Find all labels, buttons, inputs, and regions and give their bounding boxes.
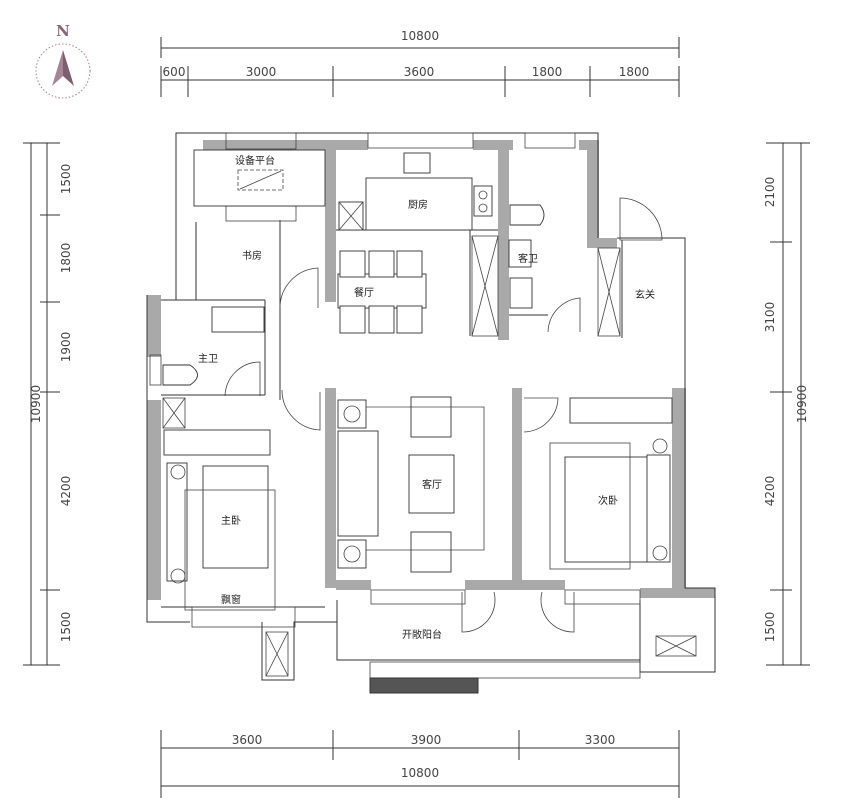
dim-right-seg: 3100 [763,302,777,333]
compass: N [35,22,91,99]
windows [149,132,641,628]
dim-bottom-total: 10800 [401,766,439,780]
dim-left-total: 10900 [29,385,43,423]
dim-right-seg: 4200 [763,476,777,507]
label-study: 书房 [242,249,262,262]
living-furniture [337,396,485,573]
top-dimensions: 10800 600 3000 3600 1800 1800 [160,29,680,97]
equipment-platform-slab [193,149,326,207]
door-study [279,267,319,309]
dim-bottom-seg: 3300 [585,733,616,747]
north-arrow-shade [63,50,74,86]
cabinet-icon [471,235,499,337]
dim-left-seg: 1500 [59,164,73,195]
furniture [162,149,697,677]
left-dimensions: 10900 1500 1800 1900 4200 1500 [23,142,73,666]
dim-top-seg: 1800 [532,65,563,79]
label-dining: 餐厅 [354,286,374,299]
armchair [410,531,452,573]
dim-left-seg: 1500 [59,612,73,643]
dim-top-total: 10800 [401,29,439,43]
wardrobe-second [569,397,673,424]
walls [147,140,715,600]
label-living: 客厅 [422,478,442,491]
stove-icon [473,185,493,217]
ac-unit-outline [237,169,284,191]
right-dimensions: 2100 3100 4200 1500 10900 [763,142,810,666]
door-second-bedroom [523,397,559,433]
dim-top-seg: 3000 [246,65,277,79]
compass-north-label: N [56,22,70,40]
dim-right-total: 10900 [795,385,809,423]
dim-left-seg: 4200 [59,476,73,507]
label-open-balcony: 开敞阳台 [402,628,442,641]
door-guest-bath [547,297,581,333]
coffee-table [408,454,455,514]
label-equipment-platform: 设备平台 [235,154,275,167]
master-bed [166,462,276,611]
dim-right-seg: 2100 [763,177,777,208]
dim-left-seg: 1900 [59,332,73,363]
dining-table [337,273,427,309]
basin-icon [211,306,265,333]
toilet-icon [509,204,545,226]
label-kitchen: 厨房 [408,198,428,211]
bottom-dimensions: 3600 3900 3300 10800 [160,730,680,798]
label-guest-bath: 客卫 [518,252,538,265]
door-master-bath [224,361,261,397]
dim-right-seg: 1500 [763,612,777,643]
wardrobe-master [163,429,271,456]
armchair [410,396,452,438]
compass-circle [35,43,91,99]
sink-icon [403,152,431,174]
dim-top-seg: 1800 [619,65,650,79]
dim-left-seg: 1800 [59,243,73,274]
dim-top-seg: 600 [163,65,186,79]
door-balcony [540,591,575,633]
door-master-bedroom [281,389,321,431]
kitchen-counter [365,177,473,231]
label-second-bedroom: 次卧 [598,494,618,507]
dining-chairs [339,250,423,334]
sofa [337,430,379,537]
room-labels: 设备平台 厨房 书房 餐厅 客卫 玄关 主卫 客厅 次卧 主卧 飘窗 开敞阳台 [198,154,655,641]
second-bed [549,438,671,570]
outlines [146,132,716,694]
label-bay-window: 飘窗 [221,593,241,606]
dim-bottom-seg: 3900 [411,733,442,747]
label-foyer: 玄关 [635,288,655,301]
label-master-bath: 主卫 [198,353,218,365]
door-entry [619,197,663,241]
door-balcony [461,591,496,633]
label-master-bedroom: 主卧 [221,514,241,527]
railing-grille [369,677,479,694]
balcony-cabinet [265,631,697,677]
basin-icon [509,277,533,309]
dim-top-seg: 3600 [404,65,435,79]
dim-bottom-seg: 3600 [232,733,263,747]
toilet-icon [162,364,198,386]
doors [224,197,663,633]
north-arrow-icon [52,50,63,86]
